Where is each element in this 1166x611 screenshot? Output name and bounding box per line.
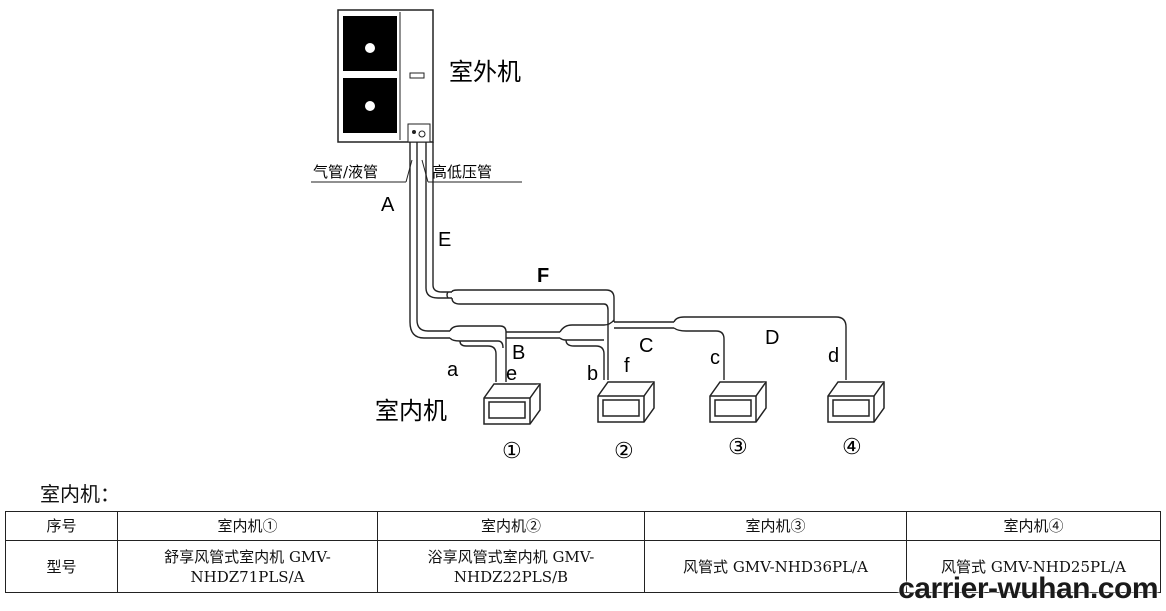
table-row: 型号 舒享风管式室内机 GMV- NHDZ71PLS/A 浴享风管式室内机 GM… (5, 540, 1161, 593)
indoor-unit-label: 室内机 (375, 397, 447, 425)
outdoor-unit-label: 室外机 (449, 58, 521, 86)
model-cell-line: 风管式 GMV-NHD36PL/A (683, 557, 868, 576)
indoor-unit-1 (483, 383, 541, 425)
segment-label-E: E (438, 229, 451, 251)
model-cell-1: 舒享风管式室内机 GMV- NHDZ71PLS/A (117, 540, 378, 593)
segment-label-d: d (828, 345, 839, 367)
model-cell-line: NHDZ71PLS/A (190, 567, 305, 586)
pipe-label-leaders (311, 159, 522, 183)
unit-numbers: ① ② ③ ④ (502, 435, 862, 464)
model-row-label: 型号 (5, 540, 118, 593)
piping-diagram: 室外机 气管/液管 高低压管 (311, 9, 885, 464)
table-header-cell: 序号 (5, 511, 118, 541)
model-cell-line: 舒享风管式室内机 GMV- (164, 547, 331, 566)
segment-label-a: a (447, 359, 459, 381)
segment-label-B: B (512, 342, 525, 364)
model-cell-3: 风管式 GMV-NHD36PL/A (644, 540, 907, 593)
indoor-unit-2 (597, 381, 655, 423)
indoor-units-table: 序号 室内机① 室内机② 室内机③ 室内机④ 型号 舒享风管式室内机 GMV- … (5, 511, 1161, 593)
outdoor-unit (337, 9, 434, 143)
table-header-cell: 室内机③ (644, 511, 907, 541)
table-header-cell: 室内机② (377, 511, 645, 541)
table-header-cell: 室内机④ (906, 511, 1161, 541)
indoor-unit-3 (709, 381, 767, 423)
segment-label-F: F (537, 265, 549, 287)
watermark: carrier-wuhan.com (898, 572, 1158, 605)
segment-labels: A E F B C D a e b f c d (381, 194, 839, 385)
segment-label-c: c (710, 347, 720, 369)
model-cell-line: 浴享风管式室内机 GMV- (427, 547, 595, 566)
model-cell-2: 浴享风管式室内机 GMV- NHDZ22PLS/B (377, 540, 645, 593)
segment-label-e: e (506, 363, 517, 385)
gas-liquid-pipe-label: 气管/液管 (313, 163, 378, 181)
unit-number-4: ④ (842, 435, 862, 460)
unit-number-1: ① (502, 439, 522, 464)
segment-label-C: C (639, 335, 653, 357)
model-cell-4: 风管式 GMV-NHD25PL/A (906, 540, 1161, 593)
indoor-units-section-title: 室内机： (40, 482, 120, 506)
hp-lp-pipe-label: 高低压管 (432, 163, 492, 181)
table-header-row: 序号 室内机① 室内机② 室内机③ 室内机④ (5, 511, 1161, 541)
segment-label-D: D (765, 327, 779, 349)
pipe-network (409, 142, 847, 382)
table-header-cell: 室内机① (117, 511, 378, 541)
segment-label-b: b (587, 363, 598, 385)
unit-number-3: ③ (728, 435, 748, 460)
segment-label-A: A (381, 194, 395, 216)
segment-label-f: f (624, 355, 630, 377)
unit-number-2: ② (614, 439, 634, 464)
indoor-unit-4 (827, 381, 885, 423)
model-cell-line: 风管式 GMV-NHD25PL/A (941, 557, 1126, 576)
model-cell-line: NHDZ22PLS/B (453, 567, 569, 586)
